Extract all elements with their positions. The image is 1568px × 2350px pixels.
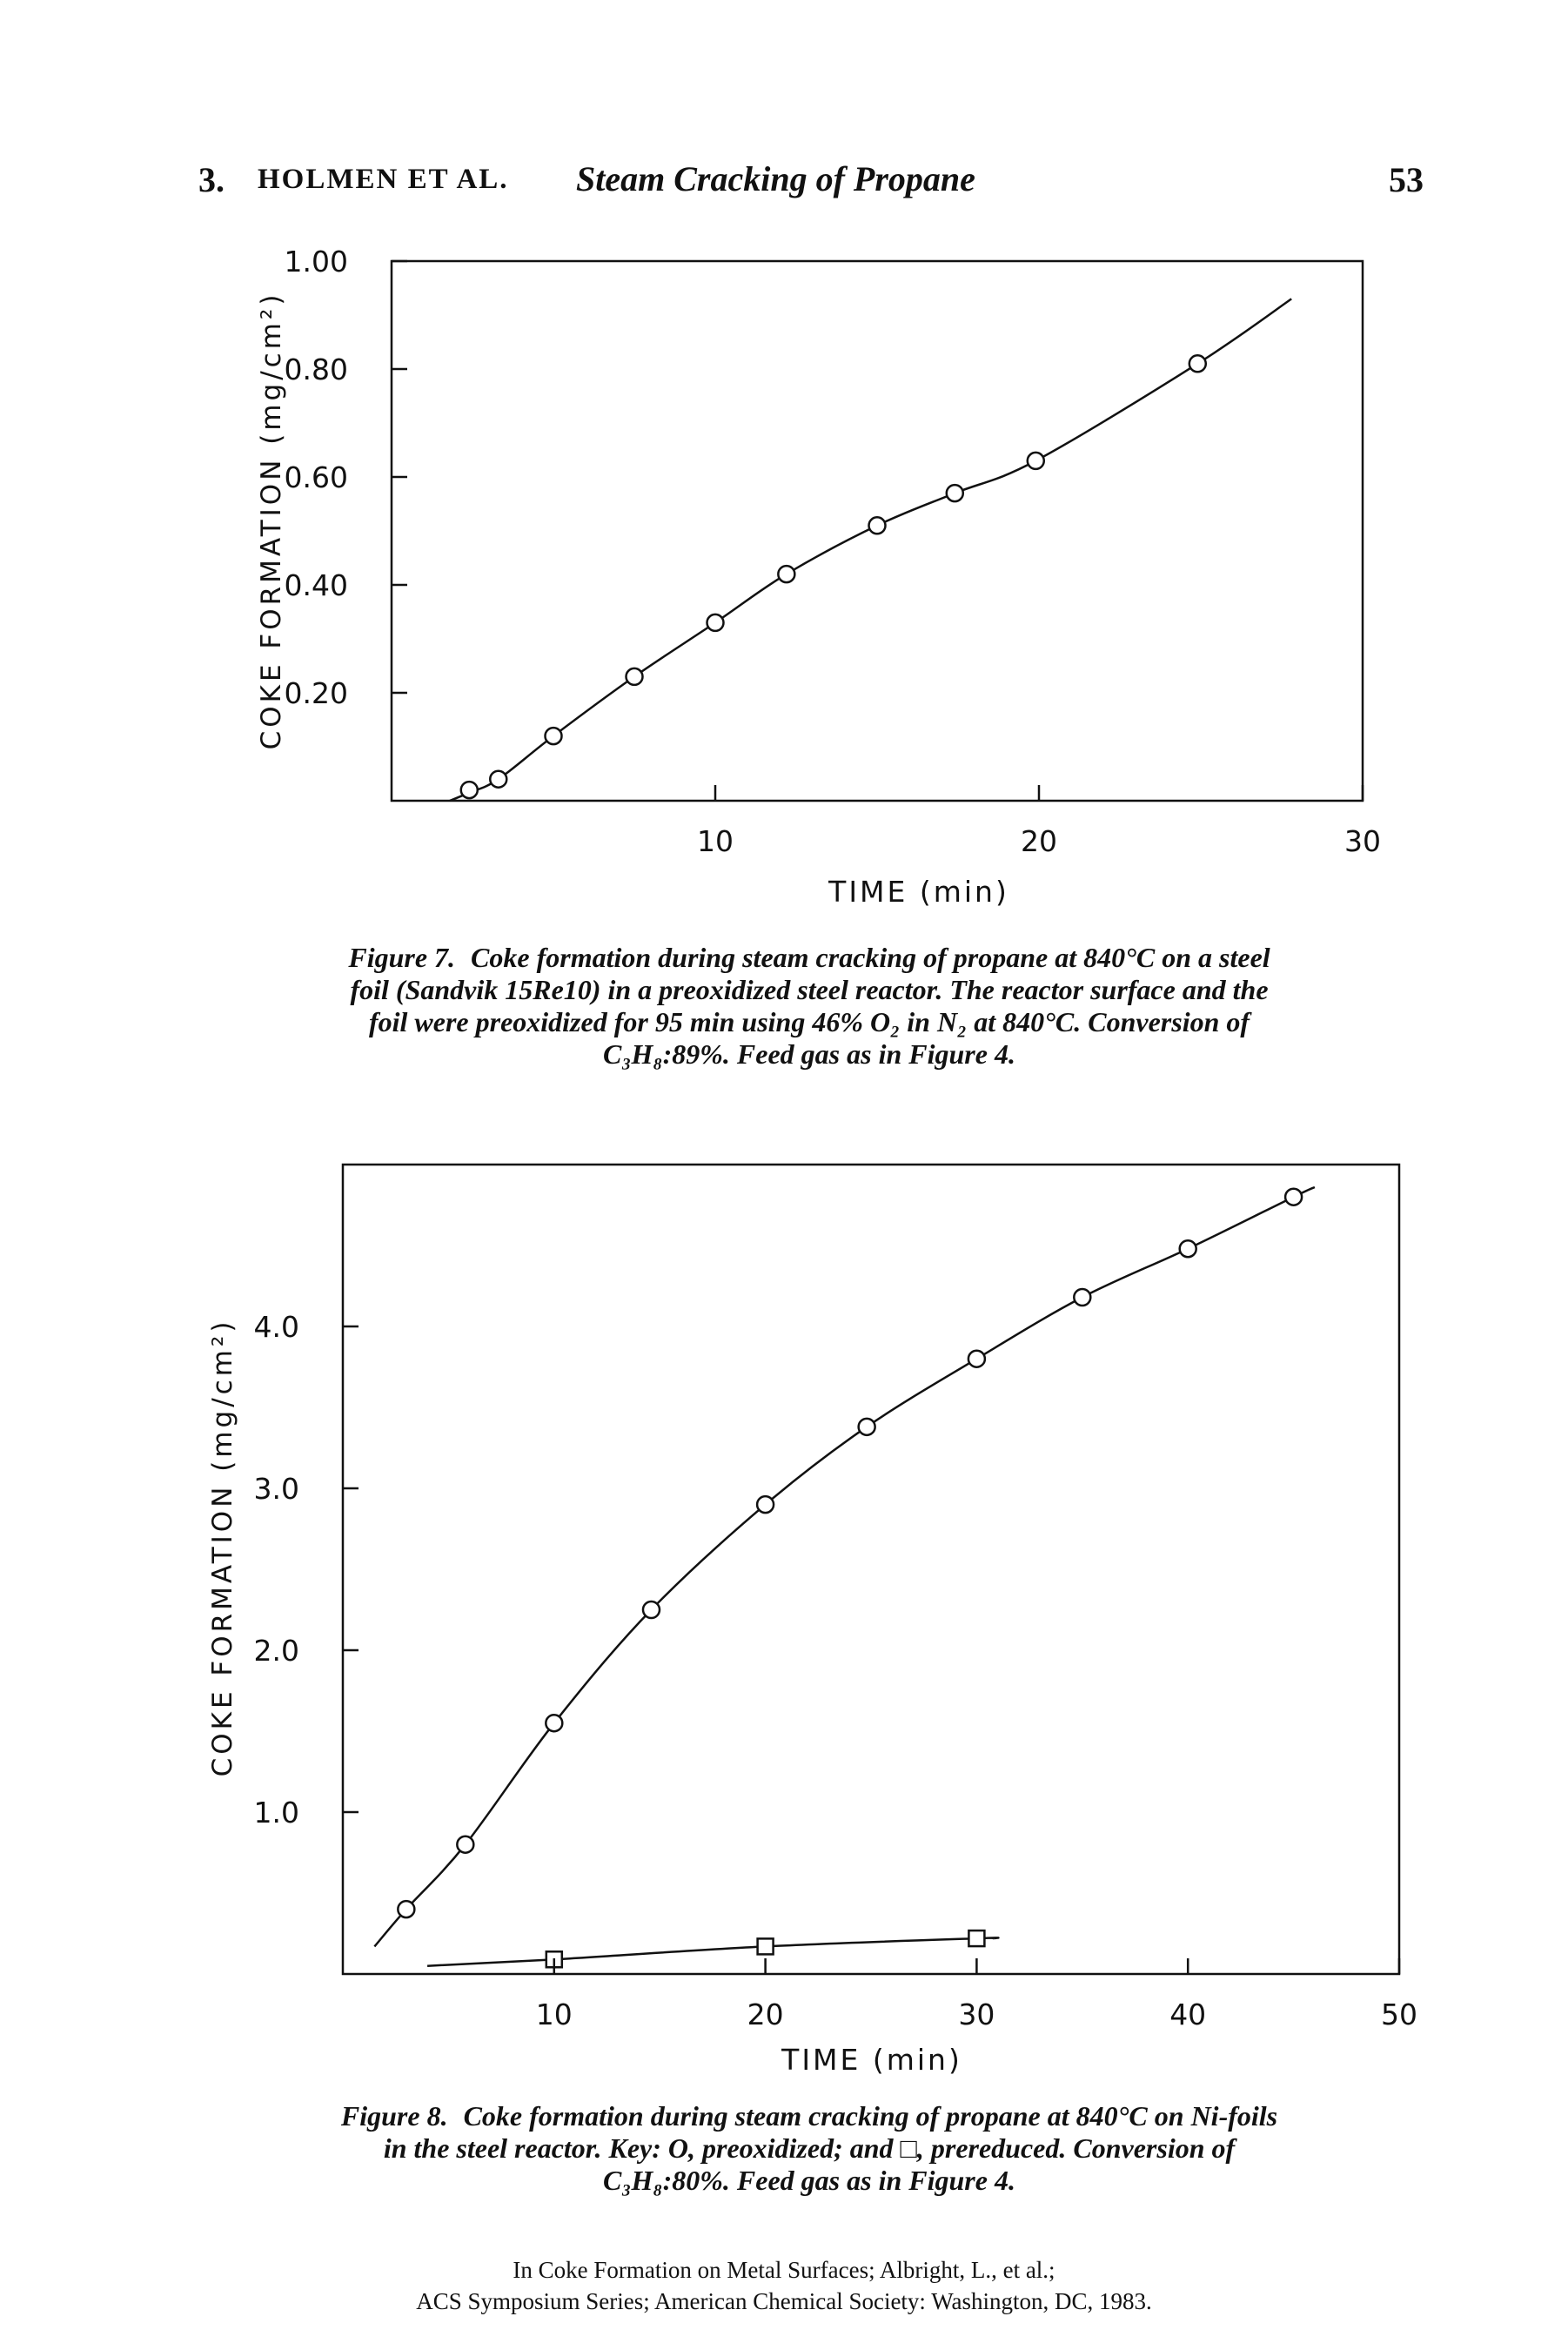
- y-tick-label: 0.60: [285, 460, 348, 494]
- figure-8-caption: Figure 8. Coke formation during steam cra…: [244, 2100, 1375, 2197]
- x-tick-label: 30: [1344, 824, 1381, 858]
- y-tick-label: 0.40: [285, 568, 348, 602]
- data-point-circle: [459, 780, 479, 800]
- citation-footer: In Coke Formation on Metal Surfaces; Alb…: [0, 2254, 1568, 2317]
- data-point-circle: [945, 483, 965, 503]
- figure-7-caption-line: foil were preoxidized for 95 min using 4…: [368, 1006, 1250, 1037]
- y-tick-label: 3.0: [254, 1472, 299, 1506]
- figure-8-caption-line: in the steel reactor. Key: O, preoxidize…: [383, 2132, 1236, 2164]
- figure-7-y-axis-label: COKE FORMATION (mg/cm²): [256, 292, 287, 750]
- page-number: 53: [1389, 160, 1424, 199]
- data-point-circle: [1178, 1239, 1197, 1259]
- figure-7-markers: [459, 354, 1208, 800]
- data-point-circle: [1026, 451, 1046, 471]
- data-point-circle: [456, 1835, 475, 1854]
- x-tick-label: 20: [747, 1998, 784, 2031]
- data-point-circle: [706, 613, 725, 633]
- x-tick-label: 10: [536, 1998, 573, 2031]
- figure-8-curves: [373, 1185, 1316, 1967]
- series-line: [427, 1937, 1000, 1967]
- x-tick-label: 50: [1381, 1998, 1417, 2031]
- citation-line: In Coke Formation on Metal Surfaces; Alb…: [513, 2257, 1055, 2283]
- y-tick-label: 4.0: [254, 1310, 299, 1344]
- x-tick-label: 30: [958, 1998, 995, 2031]
- figure-7-chart: 10 20 30 0.20 0.40 0.60 0.80 1.00 TIME (min) CO…: [256, 245, 1381, 909]
- data-point-circle: [967, 1349, 987, 1368]
- plot-border: [341, 1163, 1401, 1976]
- data-point-circle: [755, 1494, 775, 1514]
- figure-8-caption-label: Figure 8.: [340, 2100, 448, 2132]
- y-tick-label: 0.20: [285, 676, 348, 710]
- data-point-circle: [1188, 354, 1208, 373]
- chapter-number: 3.: [198, 160, 224, 199]
- data-point-circle: [857, 1417, 876, 1437]
- running-head: 3. HOLMEN ET AL. Steam Cracking of Propa…: [0, 0, 1568, 209]
- figure-7-x-axis-label: TIME (min): [828, 875, 1009, 909]
- figure-8-ticks: 10 20 30 40 50 1.0 2.0 3.0 4.0: [254, 1310, 1417, 2031]
- figure-7-ticks: 10 20 30 0.20 0.40 0.60 0.80 1.00: [285, 245, 1381, 858]
- figure-8-x-axis-label: TIME (min): [781, 2043, 962, 2077]
- y-tick-label: 2.0: [254, 1634, 299, 1668]
- y-tick-label: 1.00: [285, 245, 348, 279]
- figure-7-caption-line: C₃H₈:89%. Feed gas as in Figure 4.: [603, 1038, 1015, 1070]
- figure-7-caption-line: Coke formation during steam cracking of …: [471, 942, 1270, 973]
- running-head-authors: HOLMEN ET AL.: [258, 164, 509, 195]
- running-head-title: Steam Cracking of Propane: [576, 159, 975, 198]
- data-point-circle: [1073, 1287, 1092, 1307]
- data-point-square: [968, 1929, 986, 1948]
- x-tick-label: 10: [697, 824, 734, 858]
- data-point-circle: [489, 769, 508, 789]
- figure-7-caption-label: Figure 7.: [348, 942, 456, 973]
- citation-line: ACS Symposium Series; American Chemical …: [416, 2288, 1152, 2314]
- series-line: [373, 1185, 1316, 1948]
- data-point-circle: [544, 726, 563, 746]
- x-tick-label: 20: [1021, 824, 1057, 858]
- figure-7-caption-line: foil (Sandvik 15Re10) in a preoxidized s…: [350, 974, 1269, 1005]
- figure-8-y-axis-label: COKE FORMATION (mg/cm²): [207, 1319, 238, 1777]
- data-point-square: [756, 1937, 774, 1956]
- data-point-circle: [1283, 1187, 1303, 1206]
- figure-8-caption-line: C₃H₈:80%. Feed gas as in Figure 4.: [603, 2165, 1015, 2196]
- figure-8-plot-frame: [341, 1163, 1401, 1976]
- data-point-circle: [868, 516, 887, 535]
- figure-8-chart: 10 20 30 40 50 1.0 2.0 3.0 4.0 TIME (min) COKE F…: [207, 1163, 1417, 2077]
- plot-border: [390, 259, 1364, 802]
- data-point-circle: [397, 1899, 416, 1919]
- figure-7-caption: Figure 7. Coke formation during steam cra…: [244, 942, 1375, 1071]
- y-tick-label: 1.0: [254, 1796, 299, 1830]
- x-tick-label: 40: [1169, 1998, 1206, 2031]
- data-point-circle: [641, 1600, 661, 1620]
- figure-8-markers: [397, 1187, 1303, 1969]
- data-point-circle: [625, 667, 644, 687]
- data-point-circle: [545, 1713, 564, 1733]
- y-tick-label: 0.80: [285, 352, 348, 386]
- figure-8-caption-line: Coke formation during steam cracking of …: [463, 2100, 1278, 2132]
- data-point-circle: [777, 564, 796, 584]
- figure-7-plot-frame: [390, 259, 1364, 802]
